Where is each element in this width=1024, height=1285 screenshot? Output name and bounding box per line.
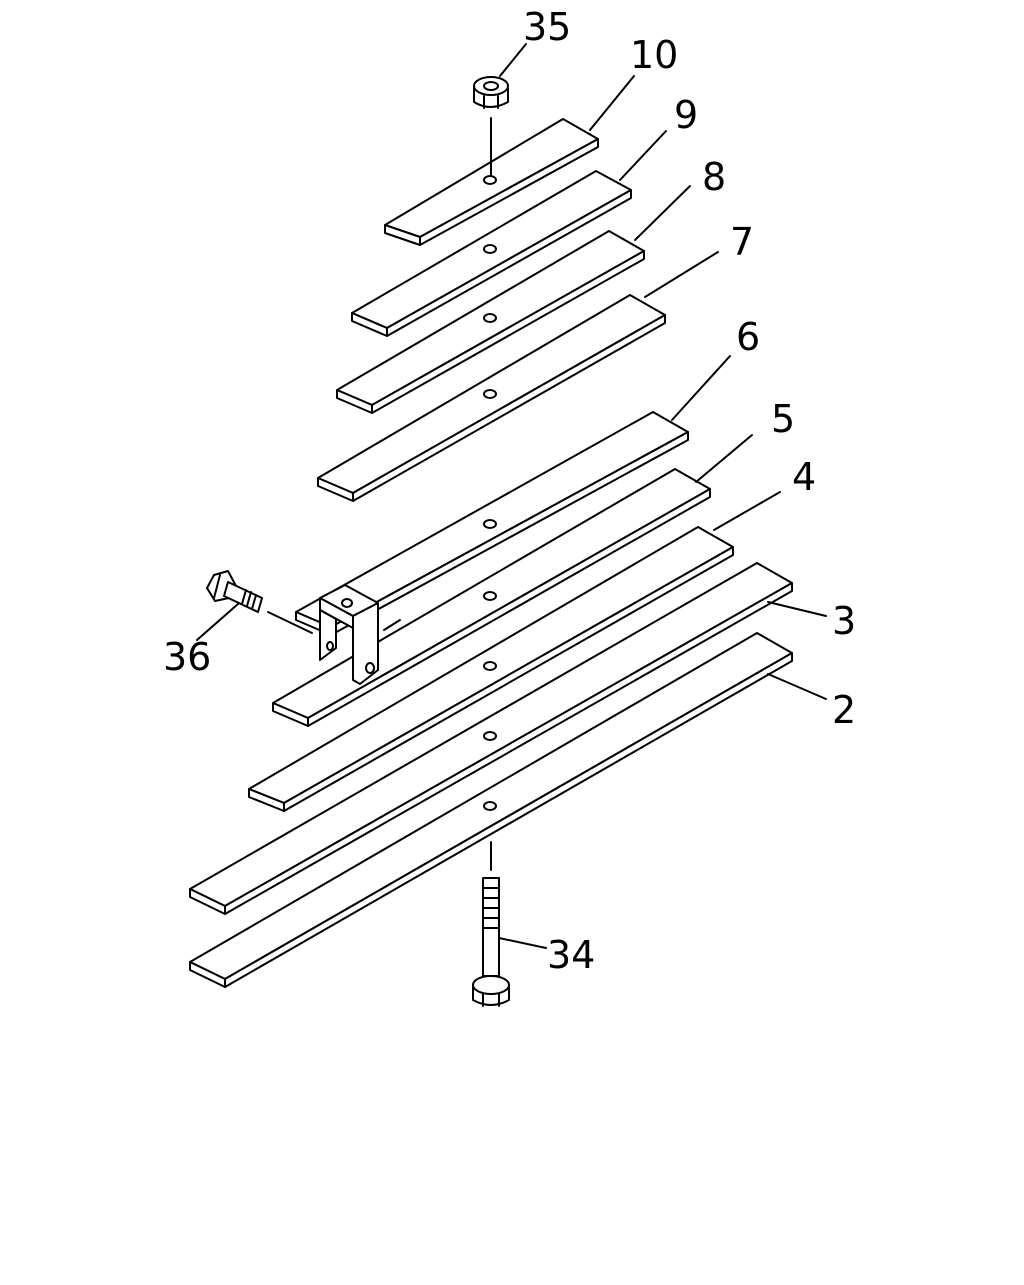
callout-4: 4 (792, 455, 816, 499)
callout-9: 9 (674, 93, 698, 137)
leaf-10 (384, 118, 599, 246)
leaf-clip-bracket (319, 584, 379, 685)
leaf-9 (351, 170, 632, 337)
callout-35: 35 (523, 5, 571, 49)
callout-2: 2 (832, 688, 856, 732)
callout-10: 10 (630, 33, 678, 77)
leaf-7 (317, 294, 666, 502)
callout-34: 34 (547, 933, 595, 977)
callout-7: 7 (730, 220, 754, 264)
callout-36: 36 (163, 635, 211, 679)
callout-3: 3 (832, 599, 856, 643)
leaf-8 (336, 230, 645, 414)
callout-6: 6 (736, 315, 760, 359)
nut-35 (473, 76, 509, 177)
leader-lines (196, 43, 827, 949)
leaf-5 (272, 468, 711, 727)
leaf-3 (189, 562, 793, 915)
callout-8: 8 (702, 155, 726, 199)
bolt-34 (472, 841, 510, 1007)
callout-5: 5 (771, 397, 795, 441)
bolt-36 (206, 570, 313, 634)
leaf-2 (189, 632, 793, 988)
leaf-4 (248, 526, 734, 812)
